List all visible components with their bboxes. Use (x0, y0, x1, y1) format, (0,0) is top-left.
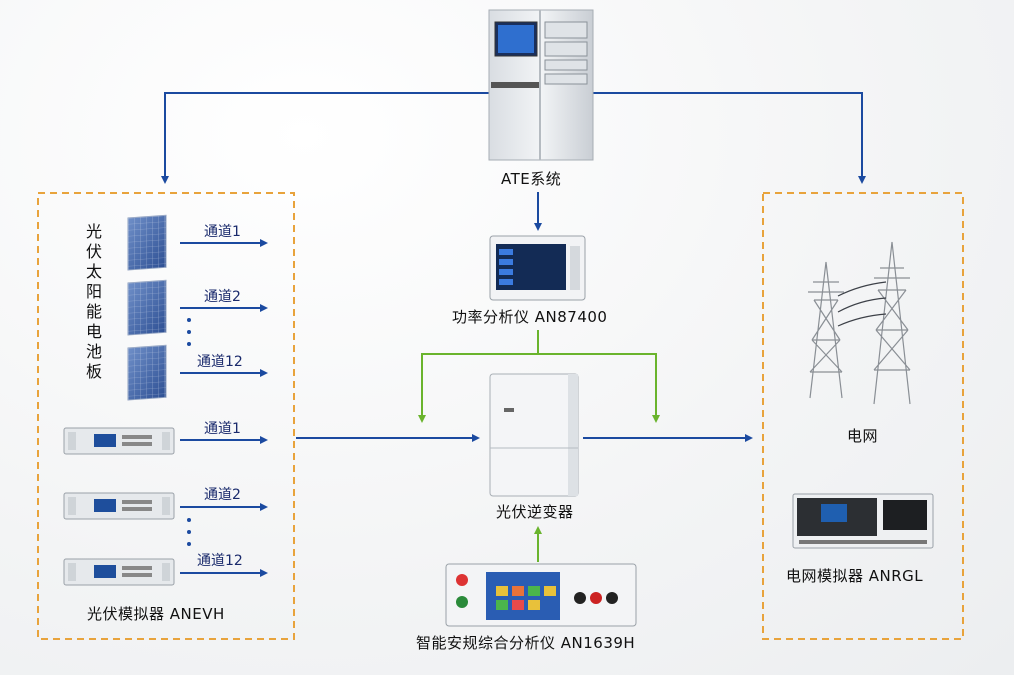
pv-simulator-device-icon (63, 558, 175, 586)
left-dashed-box (37, 192, 295, 640)
ate-to-right-arrow (592, 92, 866, 184)
transmission-tower-icon (808, 241, 911, 405)
solar-panel-icon (127, 279, 167, 336)
channel-label-top-2: 通道2 (204, 289, 241, 305)
power-line-cables (837, 281, 887, 327)
power-analyzer-device-icon (489, 235, 586, 301)
channel-label-top-1: 通道1 (204, 224, 241, 240)
solar-panel-icon (127, 214, 167, 271)
pv-panel-vertical-label: 光伏太阳能电池板 (85, 222, 102, 381)
inverter-device-icon (489, 373, 579, 497)
channel-label-bottom-12: 通道12 (197, 553, 243, 569)
channel-label-bottom-2: 通道2 (204, 487, 241, 503)
analyzer-right-green-arrow (538, 353, 660, 423)
ellipsis-dots-top (187, 318, 191, 346)
pv-simulator-device-icon (63, 492, 175, 520)
ellipsis-dots-bottom (187, 518, 191, 546)
pv-simulator-label: 光伏模拟器 ANEVH (87, 605, 225, 623)
channel-label-top-12: 通道12 (197, 354, 243, 370)
grid-simulator-label: 电网模拟器 ANRGL (786, 567, 924, 585)
safety-analyzer-label: 智能安规综合分析仪 AN1639H (416, 634, 636, 652)
grid-label: 电网 (847, 427, 879, 445)
safety-analyzer-device-icon (445, 563, 637, 627)
solar-panel-icon (127, 344, 167, 401)
pv-simulator-device-icon (63, 427, 175, 455)
grid-simulator-device-icon (792, 493, 934, 549)
ate-system-label: ATE系统 (501, 170, 562, 188)
inverter-label: 光伏逆变器 (496, 503, 574, 521)
ate-to-left-arrow (161, 92, 493, 184)
ate-cabinet-icon (488, 9, 594, 161)
channel-label-bottom-1: 通道1 (204, 421, 241, 437)
right-dashed-box (762, 192, 964, 640)
power-analyzer-label: 功率分析仪 AN87400 (452, 308, 608, 326)
analyzer-left-green-arrow (418, 353, 538, 423)
